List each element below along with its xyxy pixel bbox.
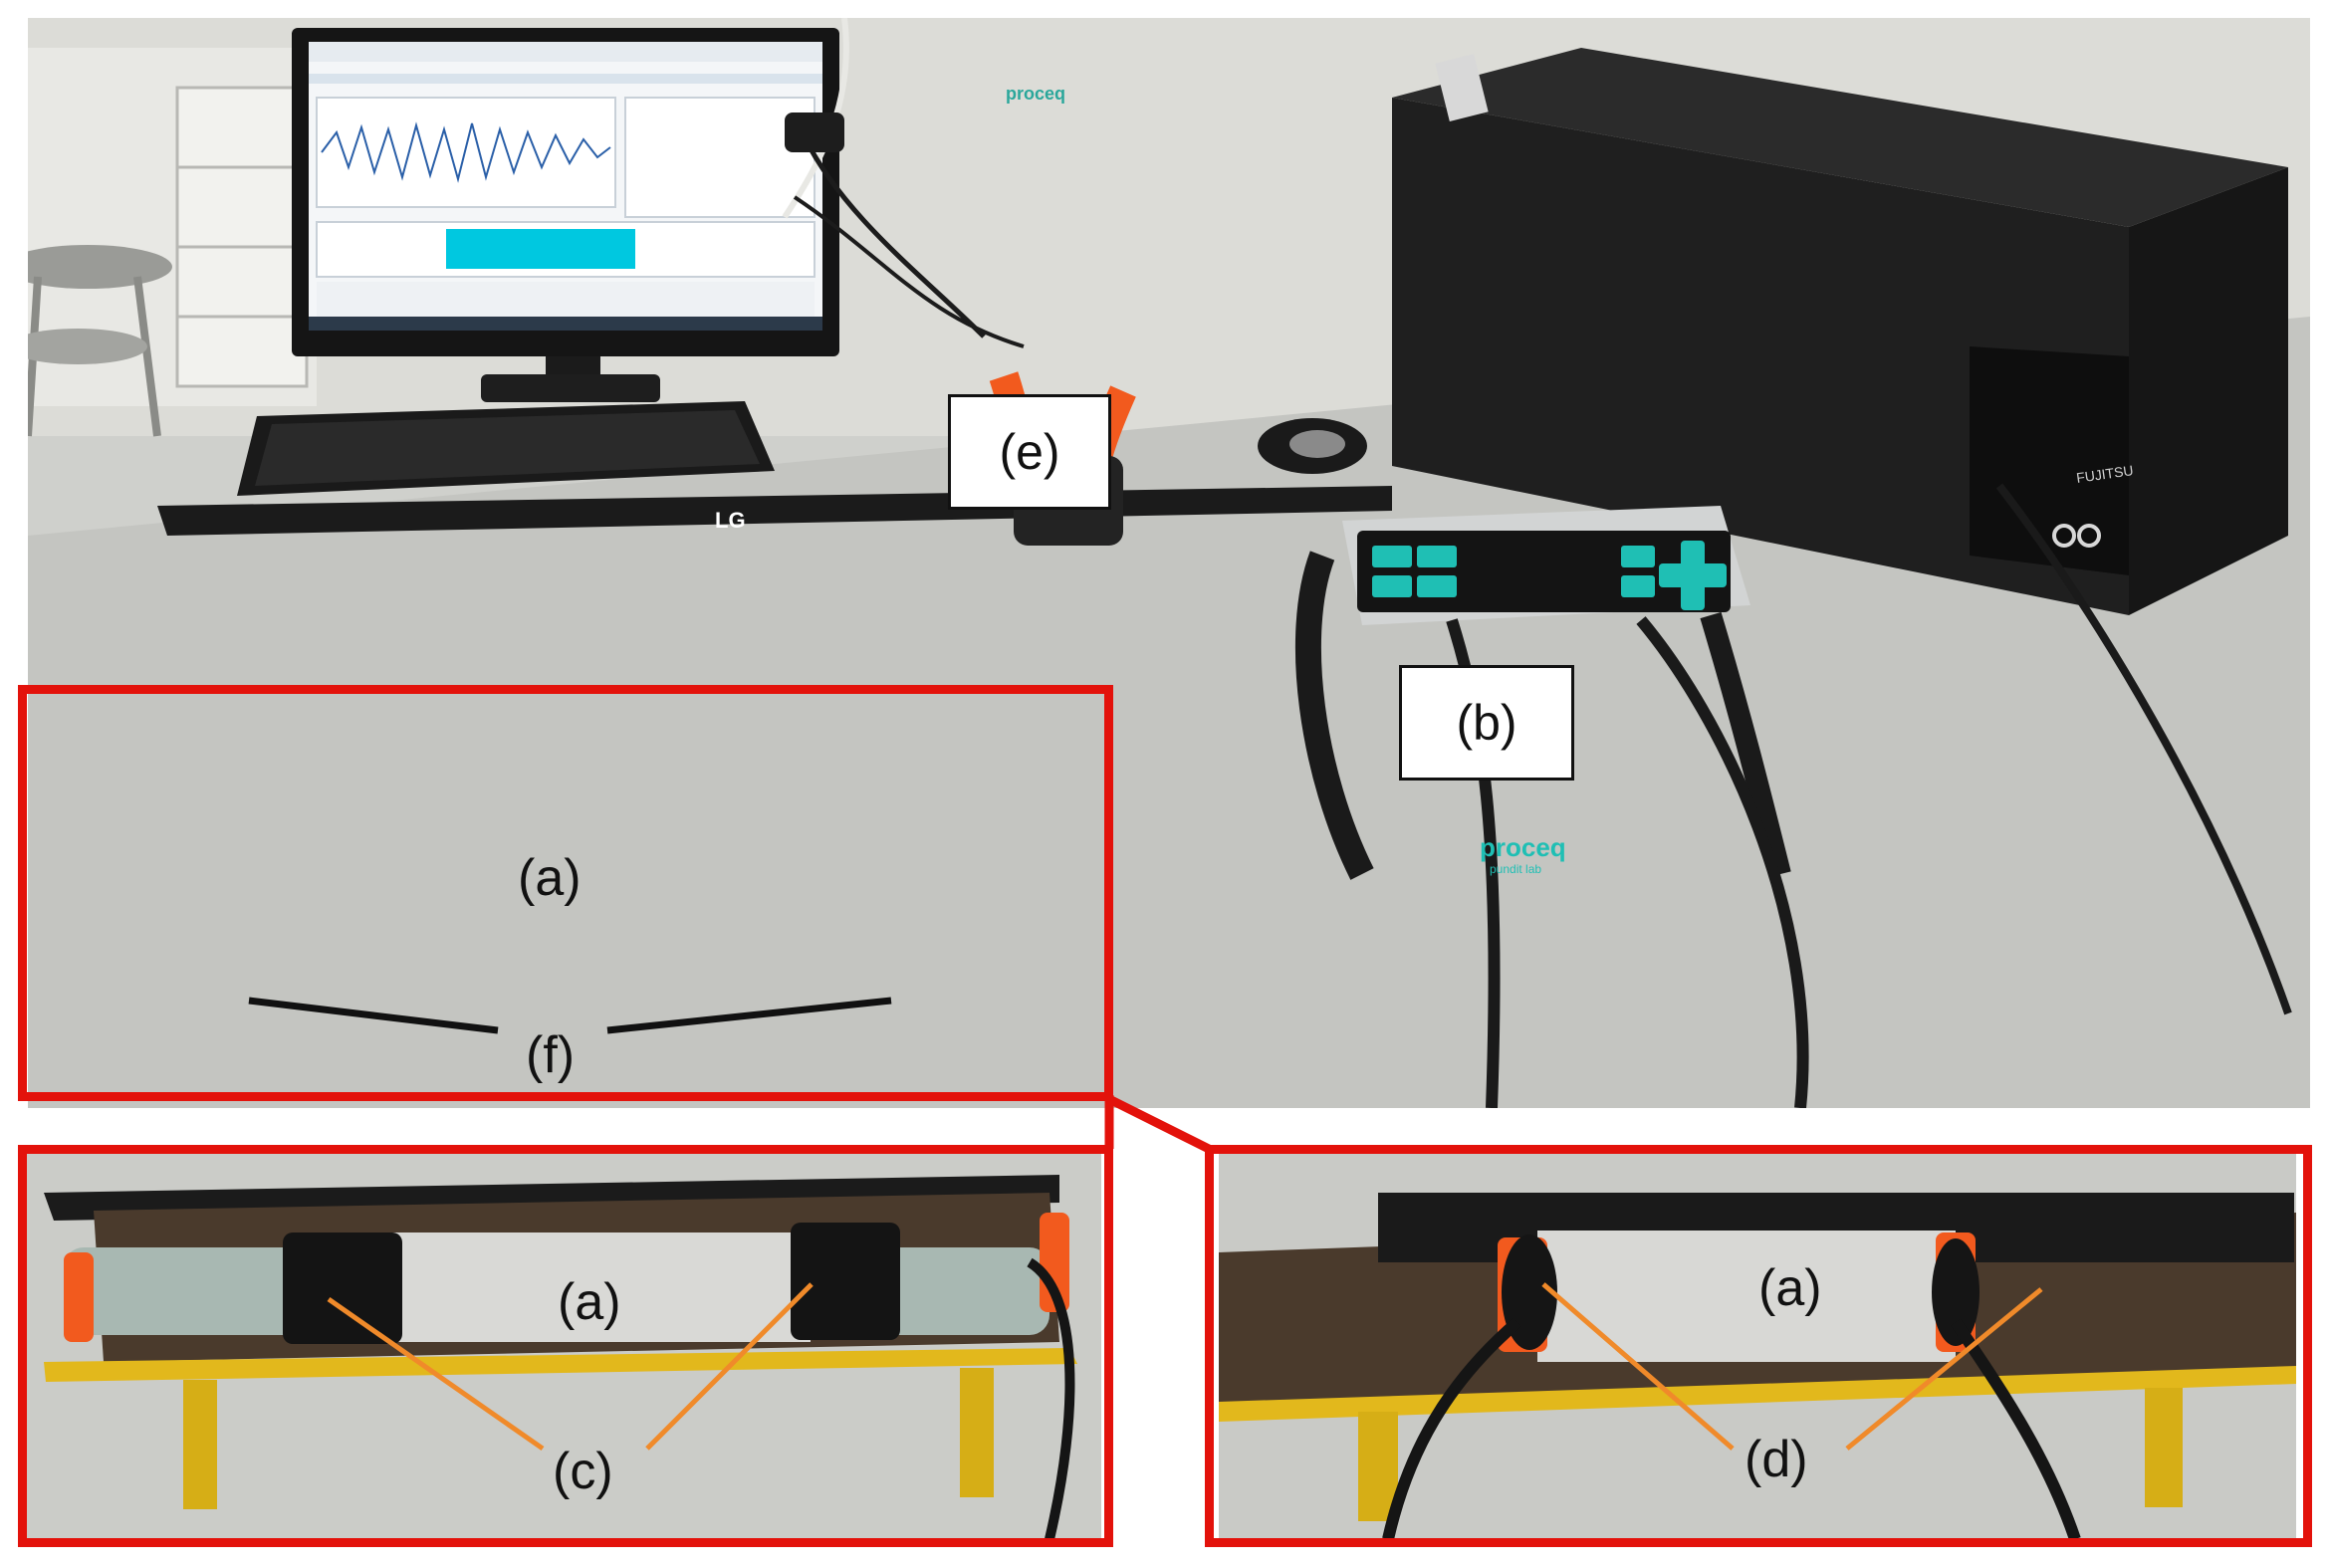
label-f: (f) <box>526 1026 576 1084</box>
instrument-sub-logo: pundit lab <box>1490 862 1542 876</box>
lab-setup-photo <box>28 18 2310 1108</box>
transducers-frame <box>18 1145 1113 1547</box>
label-e: (e) <box>999 424 1060 480</box>
lab-scene-illustration <box>28 18 2310 1108</box>
label-b-box: (b) <box>1399 665 1574 781</box>
label-a-left-detail: (a) <box>558 1273 621 1331</box>
instrument-logo: proceq <box>1480 832 1566 862</box>
transducer-ends-frame <box>1205 1145 2312 1547</box>
software-logo: proceq <box>1006 84 1066 104</box>
label-c: (c) <box>553 1443 613 1500</box>
monitor-logo: LG <box>715 508 746 533</box>
label-d: (d) <box>1745 1431 1808 1488</box>
label-e-box: (e) <box>948 394 1111 510</box>
main-detail-frame <box>18 685 1113 1101</box>
label-a-main: (a) <box>518 849 582 907</box>
label-a-right-detail: (a) <box>1758 1259 1822 1317</box>
label-b: (b) <box>1456 695 1517 751</box>
